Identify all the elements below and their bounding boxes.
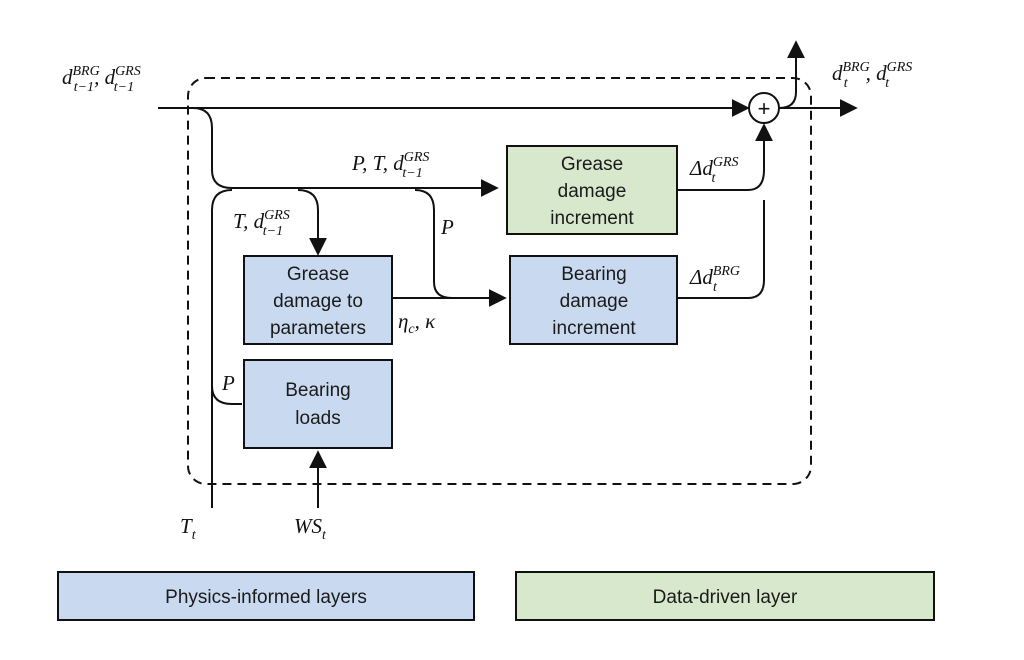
grease-increment-line-2: damage xyxy=(558,181,627,202)
bearing-increment-line-3: increment xyxy=(552,318,636,339)
grease-params-line-2: damage to xyxy=(273,291,363,312)
svg-text:Bearing: Bearing xyxy=(285,380,351,401)
legend-physics-label: Physics-informed layers xyxy=(165,587,367,608)
plus-sign: + xyxy=(758,96,771,121)
svg-text:loads: loads xyxy=(295,408,340,429)
grease-params-line-3: parameters xyxy=(270,318,366,339)
label-temperature-input: Tt xyxy=(180,514,197,543)
label-p-mid: P xyxy=(440,215,454,239)
legend-data-label: Data-driven layer xyxy=(653,587,798,608)
bearing-loads-line-1: Bearing xyxy=(285,380,351,401)
svg-text:damage: damage xyxy=(558,181,627,202)
svg-text:increment: increment xyxy=(550,208,634,229)
svg-text:Bearing: Bearing xyxy=(561,264,627,285)
grease-increment-line-3: increment xyxy=(550,208,634,229)
bearing-damage-increment-block xyxy=(509,255,678,345)
svg-text:damage: damage xyxy=(560,291,629,312)
legend-physics-swatch xyxy=(57,571,475,621)
bearing-increment-line-1: Bearing xyxy=(561,264,627,285)
grease-increment-line-1: Grease xyxy=(561,154,623,175)
grease-params-line-1: Grease xyxy=(287,264,349,285)
svg-text:damage to: damage to xyxy=(273,291,363,312)
svg-text:Grease: Grease xyxy=(561,154,623,175)
bearing-loads-block xyxy=(243,359,393,449)
label-eta-kappa: ηc, κ xyxy=(398,309,436,337)
signal-lines xyxy=(158,40,858,508)
bearing-increment-line-2: damage xyxy=(560,291,629,312)
legend-data-swatch xyxy=(515,571,935,621)
label-wind-speed-input: WSt xyxy=(294,514,327,543)
model-boundary xyxy=(187,77,812,485)
svg-text:Grease: Grease xyxy=(287,264,349,285)
bearing-loads-line-2: loads xyxy=(295,408,340,429)
grease-damage-to-parameters-block xyxy=(243,255,393,345)
svg-text:parameters: parameters xyxy=(270,318,366,339)
svg-text:increment: increment xyxy=(552,318,636,339)
label-p-loads: P xyxy=(221,371,235,395)
